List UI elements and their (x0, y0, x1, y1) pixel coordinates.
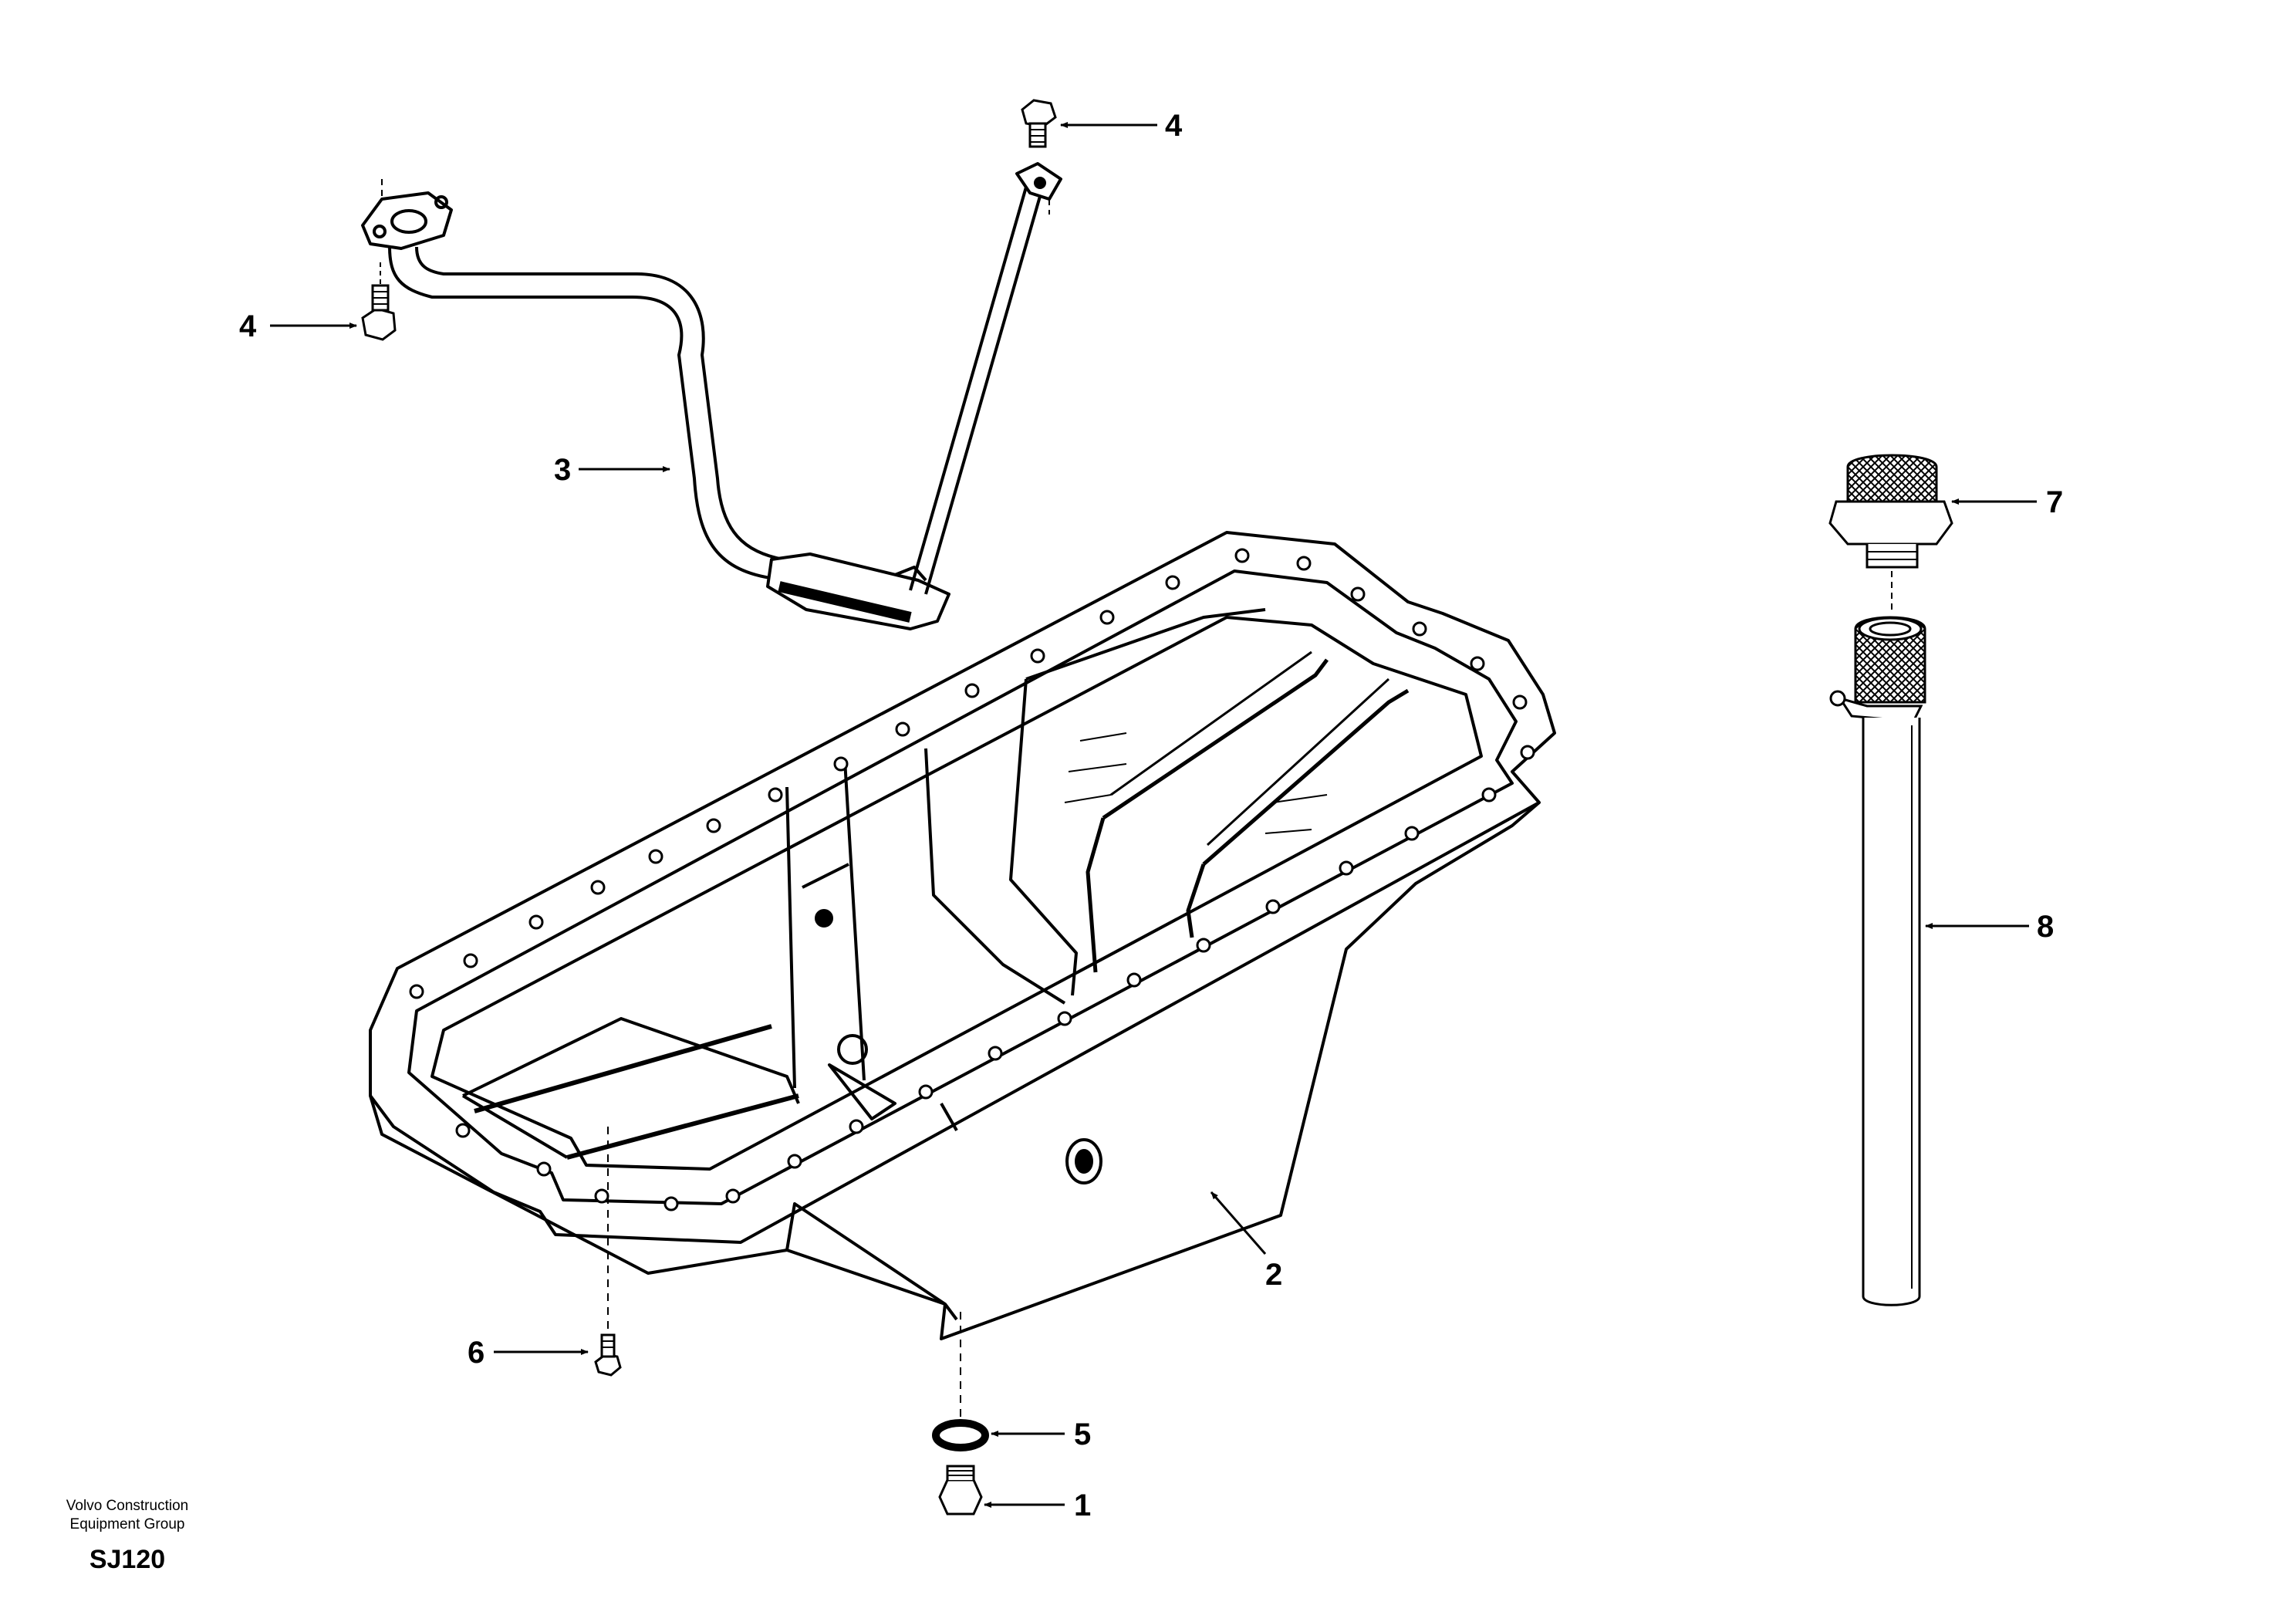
leader-2 (1210, 1191, 1267, 1255)
callout-8: 8 (2037, 910, 2054, 944)
dipstick-cap-7 (1828, 454, 1953, 610)
callout-1: 1 (1074, 1489, 1091, 1522)
seal-washer-5 (932, 1419, 989, 1451)
callout-7: 7 (2046, 485, 2063, 519)
callout-4-left: 4 (239, 309, 257, 343)
callout-numbers: 1 2 3 4 4 5 6 7 8 (239, 109, 2063, 1522)
callout-5: 5 (1074, 1418, 1091, 1451)
publisher-credit: Volvo Construction Equipment Group SJ120 (31, 1497, 224, 1575)
dipstick-tube-8 (1829, 616, 1926, 1306)
callout-2: 2 (1265, 1258, 1282, 1292)
suction-pipe (361, 162, 1062, 630)
flange-bolt-holes (409, 548, 1535, 1211)
credit-line-1: Volvo Construction (66, 1498, 189, 1514)
callout-6: 6 (468, 1336, 485, 1370)
diagram-code: SJ120 (89, 1545, 166, 1574)
drain-plug-1 (938, 1312, 983, 1516)
screw-6 (594, 1127, 622, 1377)
leader-lines (270, 122, 2037, 1508)
oil-pan (369, 531, 1556, 1340)
bolt-4-left (361, 262, 397, 341)
callout-4-top: 4 (1165, 109, 1183, 143)
credit-line-2: Equipment Group (69, 1516, 185, 1532)
bolt-4-top (1021, 99, 1057, 148)
callout-3: 3 (554, 453, 571, 487)
